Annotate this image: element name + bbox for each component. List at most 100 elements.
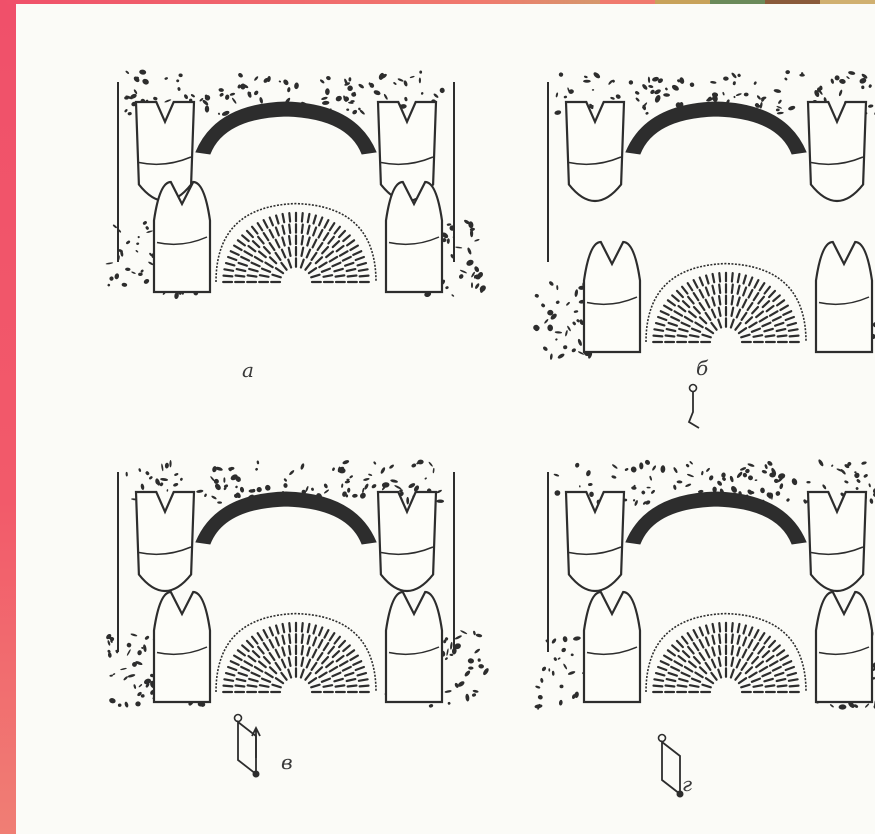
bone-texture-upper <box>433 93 439 99</box>
bone-texture-upper <box>347 488 351 493</box>
bone-texture-upper <box>630 466 637 473</box>
radial-fan-stroke <box>332 263 340 267</box>
radial-fan-stroke <box>719 285 720 293</box>
radial-fan-stroke <box>737 660 740 668</box>
bone-texture-upper <box>321 96 328 100</box>
bone-texture-upper <box>721 472 726 478</box>
bone-texture-upper <box>673 467 679 474</box>
radial-fan-stroke <box>270 628 273 636</box>
radial-fan-stroke <box>770 661 778 665</box>
radial-fan-stroke <box>241 667 249 671</box>
radial-fan-stroke <box>690 685 699 687</box>
bone-texture-upper <box>624 468 628 472</box>
bone-texture-upper <box>710 81 717 84</box>
bone-texture-upper <box>342 459 350 465</box>
bone-texture-lower-left <box>537 694 543 700</box>
bone-texture-upper <box>611 475 617 480</box>
bone-texture-lower-left <box>577 338 583 346</box>
radial-fan-stroke <box>688 633 693 640</box>
bone-texture-upper <box>352 494 358 498</box>
bone-texture-upper <box>868 104 874 108</box>
lower-left-tooth <box>154 182 210 292</box>
panel-label-g: г <box>682 772 692 796</box>
bone-texture-lower-left <box>146 230 153 233</box>
bone-texture-upper <box>300 463 305 470</box>
radial-fan-stroke <box>766 335 775 336</box>
bone-texture-upper <box>822 484 827 490</box>
radial-fan-stroke <box>752 307 758 313</box>
radial-fan-stroke <box>325 220 329 228</box>
radial-fan-stroke <box>356 667 364 670</box>
motion-symbol-v-dot <box>235 715 242 722</box>
radial-fan-stroke <box>347 269 356 271</box>
bone-texture-upper <box>349 475 354 479</box>
bone-texture-upper <box>404 97 408 102</box>
radial-fan-stroke <box>746 667 752 673</box>
bone-texture-upper <box>736 93 743 97</box>
radial-fan-stroke <box>276 663 281 670</box>
bone-texture-upper <box>644 459 651 466</box>
radial-fan-stroke <box>737 648 739 656</box>
radial-fan-stroke <box>738 624 740 632</box>
panel-g <box>534 459 875 711</box>
radial-fan-stroke <box>311 685 319 688</box>
radial-fan-stroke <box>744 626 746 634</box>
motion-symbol-g-frame <box>662 742 680 794</box>
radial-fan-stroke <box>253 241 259 247</box>
bone-texture-upper <box>785 70 790 74</box>
radial-fan-stroke <box>775 673 783 676</box>
panel-label-v: в <box>281 750 293 774</box>
radial-fan-stroke <box>308 214 310 222</box>
radial-fan-stroke <box>289 248 291 256</box>
radial-fan-stroke <box>330 257 337 262</box>
bone-texture-upper <box>736 471 743 479</box>
bone-texture-upper <box>323 489 329 494</box>
radial-fan-stroke <box>783 661 791 665</box>
radial-fan-stroke <box>305 263 310 270</box>
radial-fan-stroke <box>272 685 280 688</box>
radial-fan-stroke <box>682 323 690 327</box>
upper-right-tooth <box>808 102 866 201</box>
bone-texture-upper <box>761 469 767 474</box>
radial-fan-stroke <box>307 238 309 246</box>
bone-texture-upper <box>592 71 601 79</box>
radial-fan-stroke <box>767 656 774 661</box>
radial-fan-stroke <box>302 658 304 666</box>
bone-texture-upper <box>141 78 150 86</box>
radial-fan-stroke <box>738 286 740 294</box>
radial-fan-stroke <box>789 679 798 681</box>
radial-fan-stroke <box>765 287 770 294</box>
bone-texture-lower-left <box>559 685 563 689</box>
radial-fan-stroke <box>769 641 775 647</box>
upper-left-tooth <box>136 492 194 591</box>
bone-texture-lower-right <box>474 239 480 243</box>
radial-fan-stroke <box>353 661 361 665</box>
radial-fan-stroke <box>677 641 683 647</box>
bone-texture-lower-left <box>548 280 554 286</box>
radial-fan-stroke <box>706 313 711 320</box>
bone-texture-upper <box>393 82 397 86</box>
radial-fan-stroke <box>270 653 275 660</box>
radial-fan-stroke <box>319 673 326 678</box>
bone-texture-lower-left <box>143 278 150 285</box>
radial-fan-stroke <box>335 227 340 234</box>
radial-fan-stroke <box>732 635 733 643</box>
bone-texture-upper <box>373 461 377 465</box>
radial-fan-stroke <box>773 295 780 301</box>
bone-texture-lower-left <box>126 642 132 648</box>
bone-texture-upper <box>651 465 656 471</box>
radial-fan-stroke <box>264 657 270 663</box>
bone-texture-lower-left <box>540 303 545 308</box>
radial-fan-stroke <box>746 317 752 323</box>
radial-fan-stroke <box>695 673 702 678</box>
bone-texture-upper <box>554 110 562 116</box>
radial-fan-stroke <box>777 650 784 655</box>
radial-fan-stroke <box>700 628 703 636</box>
bone-texture-upper <box>610 96 615 100</box>
radial-fan-stroke <box>231 251 239 255</box>
radial-fan-stroke <box>749 628 752 636</box>
bone-texture-upper <box>183 94 189 100</box>
radial-fan-stroke <box>302 236 303 244</box>
bone-texture-lower-left <box>136 242 139 245</box>
radial-fan-stroke <box>732 285 733 293</box>
